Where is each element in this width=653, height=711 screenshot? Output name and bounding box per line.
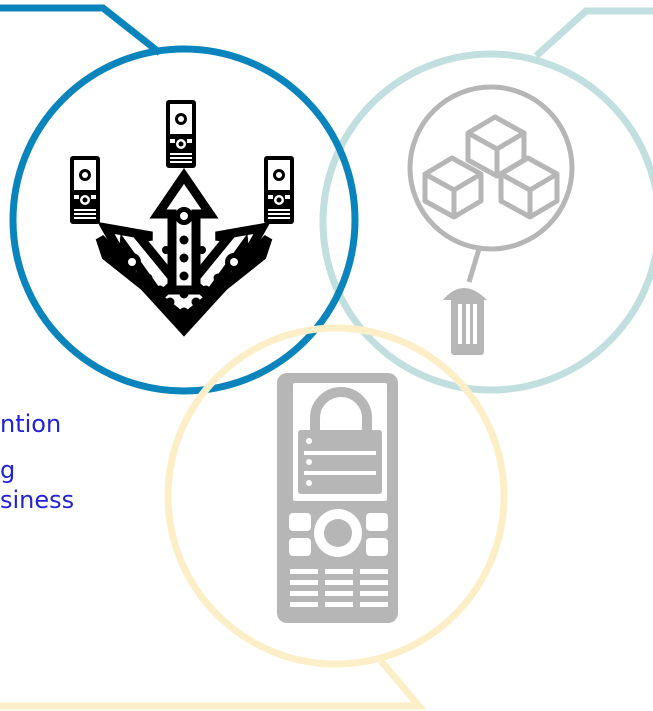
nav-center xyxy=(324,519,352,547)
arrow-dots xyxy=(123,207,243,317)
right-call-key xyxy=(366,538,388,556)
branching-arrows xyxy=(95,168,273,337)
cubes-icon xyxy=(422,114,560,220)
small-phone-icon xyxy=(166,100,196,168)
cut-off-text-line: g xyxy=(0,456,16,484)
blue-callout-line xyxy=(0,4,163,56)
left-soft-key xyxy=(289,513,311,531)
teal-callout-line xyxy=(533,7,653,59)
cloud-cubes-server-icon xyxy=(407,84,575,355)
server-link xyxy=(466,248,482,283)
right-soft-key xyxy=(366,513,388,531)
left-call-key xyxy=(289,538,311,556)
mobile-deployment-arrows-icon xyxy=(70,100,294,337)
cut-off-text-line: siness xyxy=(0,486,75,514)
yellow-callout-line xyxy=(0,658,427,710)
teal-circle xyxy=(319,50,653,394)
locked-mobile-phone-icon xyxy=(277,373,398,623)
cubes-ring xyxy=(407,84,575,252)
small-phone-icon xyxy=(70,156,100,224)
keypad xyxy=(290,569,388,607)
yellow-circle xyxy=(164,324,508,668)
small-phone-icon xyxy=(264,156,294,224)
server-icon xyxy=(443,288,487,355)
lock-icon xyxy=(298,387,382,494)
blue-circle xyxy=(9,45,359,395)
cut-off-text-line: ntion xyxy=(0,410,62,438)
